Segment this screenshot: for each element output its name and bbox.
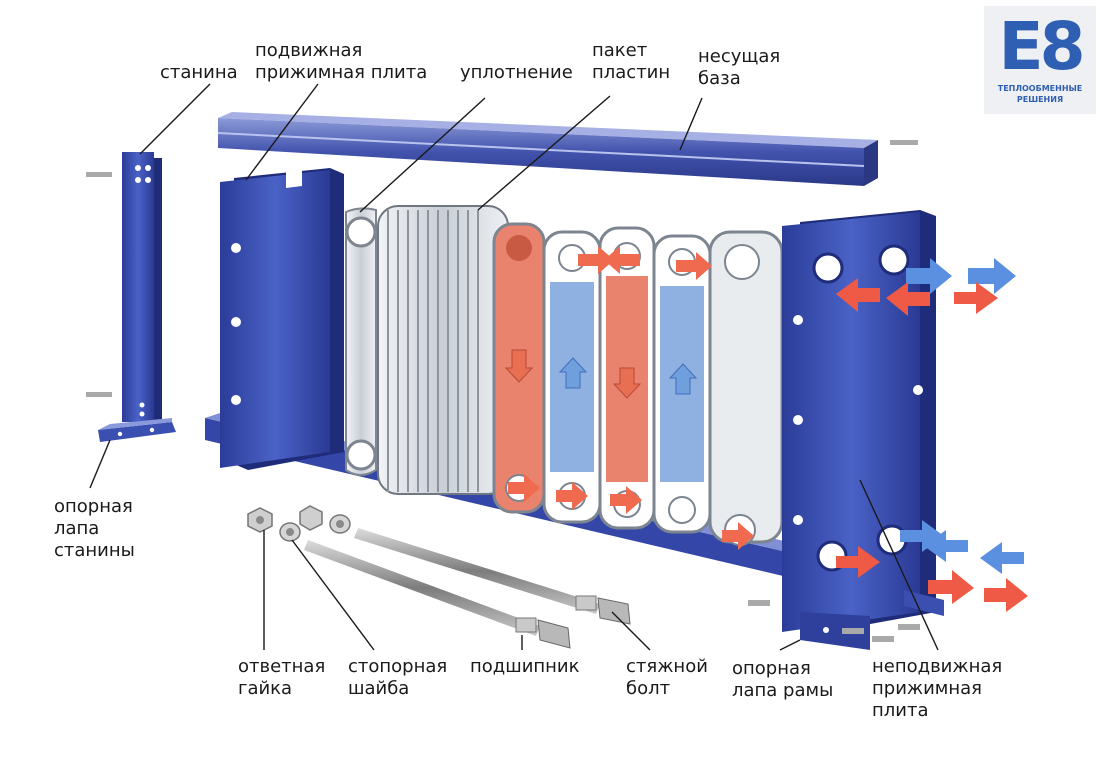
label-tie-bolt: стяжной болт [626,656,708,700]
label-line: подшипник [470,656,580,677]
frame-column [86,152,176,442]
label-line: гайка [238,678,293,699]
label-line: ответная [238,656,326,677]
label-line: лапа [54,518,100,539]
brand-logo: E8 ТЕПЛООБМЕННЫЕ РЕШЕНИЯ [984,6,1096,114]
external-flow-arrows [836,258,1028,612]
label-movable-plate: подвижная прижимная плита [255,40,427,84]
label-line: станина [160,62,238,83]
label-line: прижимная [872,678,983,699]
label-line: несущая [698,46,781,67]
label-line: плита [872,700,929,721]
label-line: неподвижная [872,656,1003,677]
leader-lines [89,83,939,651]
label-line: подвижная [255,40,363,61]
label-nut: ответная гайка [238,656,325,700]
nut-parts [247,505,351,542]
label-line: уплотнение [460,62,573,83]
label-plate-pack: пакет пластин [592,40,670,84]
tie-bolts [304,528,631,649]
label-line: стопорная [348,656,448,677]
label-line: шайба [348,678,410,699]
label-line: пакет [592,40,648,61]
logo-caption-line: РЕШЕНИЯ [1016,95,1064,104]
cold-plate [652,234,712,534]
label-line: станины [54,540,135,561]
label-carrying-bar: несущая база [698,46,780,90]
hot-plate [598,226,656,530]
fixed-pressure-plate [782,210,936,634]
label-line: лапа рамы [732,680,834,701]
internal-flow-arrows [508,246,754,550]
label-line: опорная [732,658,811,679]
label-lock-washer: стопорная шайба [348,656,447,700]
label-fixed-plate: неподвижная прижимная плита [872,656,1002,722]
label-stanina: станина [160,62,238,84]
label-line: опорная [54,496,133,517]
carrying-bar [217,112,878,186]
label-frame-foot: опорная лапа станины [54,496,135,562]
plate-pack-grey [345,205,509,495]
label-line: болт [626,678,671,699]
label-line: прижимная плита [255,62,428,83]
label-frame-support-foot: опорная лапа рамы [732,658,833,702]
logo-mark: E8 [998,8,1085,85]
movable-pressure-plate [220,168,344,470]
plate-grey-last [708,230,784,546]
label-gasket: уплотнение [460,62,573,84]
logo-caption-line: ТЕПЛООБМЕННЫЕ [997,84,1083,93]
small-bolts [748,140,920,642]
label-line: пластин [592,62,671,83]
cold-plate [542,230,602,524]
label-line: база [698,68,741,89]
label-bearing: подшипник [470,656,580,678]
label-line: стяжной [626,656,708,677]
hot-plate [492,222,546,514]
